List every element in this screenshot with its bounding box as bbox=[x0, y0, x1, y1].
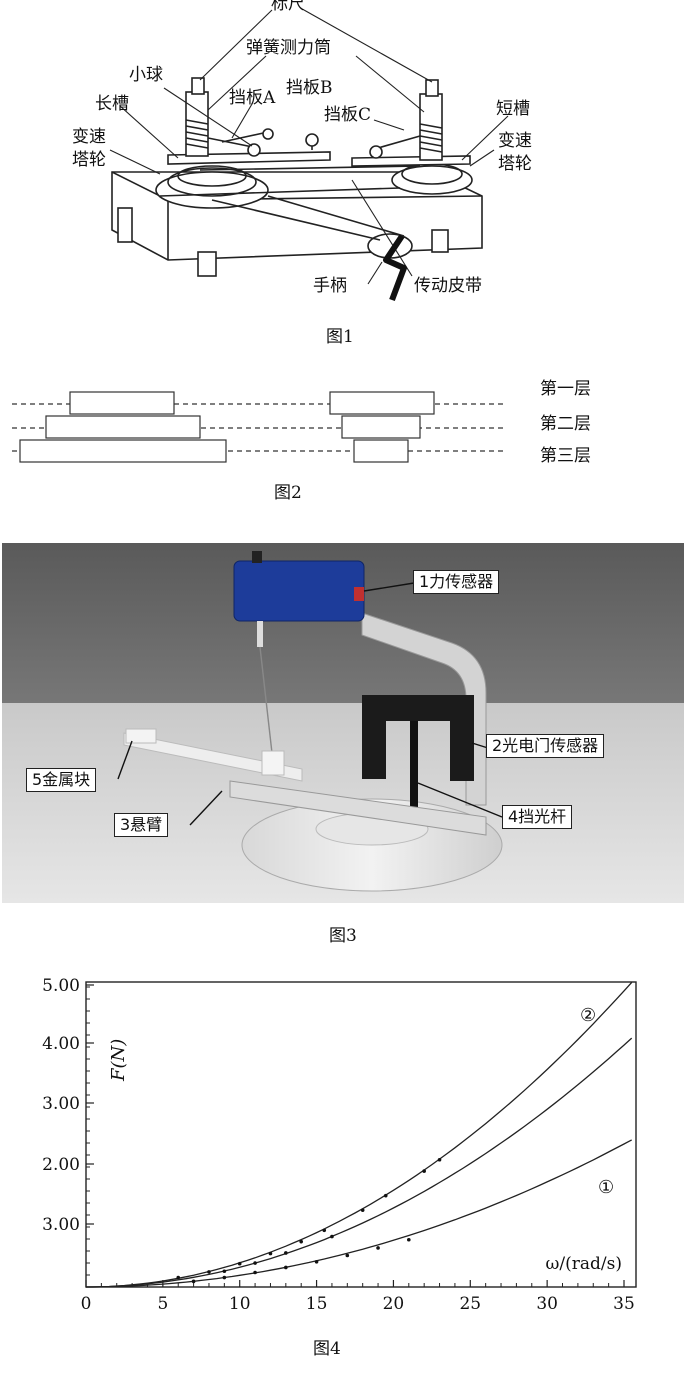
label-pulley-right-2: 塔轮 bbox=[498, 154, 532, 174]
label-handle: 手柄 bbox=[313, 276, 347, 296]
data-point-21 bbox=[407, 1237, 411, 1242]
series-line-1 bbox=[86, 1037, 633, 1288]
data-point-17 bbox=[284, 1265, 288, 1270]
y-tick-label-3: 4.00 bbox=[42, 1034, 80, 1054]
label-long-slot: 长槽 bbox=[95, 94, 129, 114]
data-point-18 bbox=[314, 1260, 319, 1264]
layer-label-1: 第一层 bbox=[540, 379, 591, 399]
data-point-9 bbox=[437, 1157, 442, 1162]
y-tick-label-0: 3.00 bbox=[42, 1215, 80, 1235]
x-tick-label-3: 15 bbox=[306, 1294, 328, 1314]
figure-4-caption: 图4 bbox=[313, 1339, 341, 1359]
right-tier-1 bbox=[329, 391, 435, 415]
label-board-b: 挡板B bbox=[286, 78, 333, 98]
x-tick-label-7: 35 bbox=[613, 1294, 635, 1314]
fig2-drawing bbox=[12, 391, 505, 463]
data-point-15 bbox=[222, 1275, 227, 1280]
label-short-slot: 短槽 bbox=[496, 99, 530, 119]
x-tick-label-4: 20 bbox=[383, 1294, 405, 1314]
x-tick-label-2: 10 bbox=[229, 1294, 251, 1314]
left-tier-3 bbox=[19, 439, 227, 463]
layer-label-3: 第三层 bbox=[540, 446, 591, 466]
series-label-2: ② bbox=[580, 1005, 596, 1026]
data-point-4 bbox=[299, 1239, 304, 1244]
y-tick-label-4: 5.00 bbox=[42, 976, 80, 996]
label-photogate: 2光电门传感器 bbox=[486, 734, 605, 759]
series-line-2 bbox=[86, 1139, 633, 1288]
figure-2-caption: 图2 bbox=[274, 483, 302, 503]
left-tier-2 bbox=[45, 415, 201, 439]
label-arm: 3悬臂 bbox=[114, 813, 169, 838]
y-tick-label-1: 2.00 bbox=[42, 1155, 80, 1175]
label-spring-tube: 弹簧测力筒 bbox=[246, 38, 331, 58]
data-point-16 bbox=[253, 1270, 257, 1275]
force-omega-chart: 0 5 10 15 20 25 30 35 3.00 2.00 3.00 4.00 5.00 ② ① F(N)… bbox=[42, 976, 637, 1314]
series-line-0 bbox=[85, 981, 633, 1288]
figure-3: 1力传感器 2光电门传感器 5金属块 4挡光杆 3悬臂 图3 bbox=[0, 543, 686, 953]
data-point-0 bbox=[176, 1275, 181, 1280]
data-point-2 bbox=[237, 1261, 242, 1266]
plot-frame bbox=[85, 981, 637, 1288]
data-point-3 bbox=[268, 1251, 273, 1256]
label-pulley-left-1: 变速 bbox=[72, 127, 106, 147]
data-point-19 bbox=[345, 1253, 350, 1258]
figure-1: 标尺 弹簧测力筒 小球 挡板A 挡板B 挡板C 长槽 短槽 变速 塔轮 变速 塔… bbox=[0, 0, 686, 360]
y-axis-label: F(N) bbox=[108, 1039, 129, 1082]
x-tick-label-6: 30 bbox=[536, 1294, 558, 1314]
x-tick-label-5: 25 bbox=[459, 1294, 481, 1314]
right-tier-3 bbox=[353, 439, 409, 463]
apparatus-photo bbox=[2, 543, 684, 903]
label-shade-rod: 4挡光杆 bbox=[502, 805, 573, 830]
right-tier-2 bbox=[341, 415, 421, 439]
data-point-8 bbox=[422, 1169, 426, 1173]
data-point-6 bbox=[360, 1208, 365, 1212]
data-point-1 bbox=[207, 1270, 211, 1274]
figure-2: 第一层 第二层 第三层 图2 bbox=[0, 370, 686, 510]
figure-3-caption: 图3 bbox=[329, 926, 357, 946]
figure-4: 0 5 10 15 20 25 30 35 3.00 2.00 3.00 4.00 5.00 ② ① F(N)… bbox=[0, 963, 686, 1373]
data-point-13 bbox=[330, 1234, 334, 1239]
data-point-14 bbox=[191, 1279, 196, 1284]
data-point-10 bbox=[222, 1269, 227, 1274]
label-belt: 传动皮带 bbox=[414, 276, 482, 296]
x-tick-label-1: 5 bbox=[157, 1294, 168, 1314]
label-pulley-right-1: 变速 bbox=[498, 131, 532, 151]
series-label-1: ① bbox=[598, 1177, 614, 1198]
y-tick-label-2: 3.00 bbox=[42, 1094, 80, 1114]
label-ball: 小球 bbox=[129, 65, 163, 85]
data-point-7 bbox=[383, 1193, 388, 1198]
x-tick-label-0: 0 bbox=[81, 1294, 92, 1314]
x-axis-label: ω/(rad/s) bbox=[546, 1254, 622, 1274]
left-tier-1 bbox=[69, 391, 175, 415]
fig1-drawing bbox=[109, 9, 509, 302]
label-force-sensor: 1力传感器 bbox=[413, 570, 500, 595]
label-ruler: 标尺 bbox=[271, 0, 305, 14]
label-board-c: 挡板C bbox=[324, 105, 372, 125]
data-point-11 bbox=[253, 1261, 257, 1265]
label-metal-block: 5金属块 bbox=[26, 768, 97, 793]
figure-1-caption: 图1 bbox=[326, 327, 354, 347]
data-point-5 bbox=[322, 1228, 327, 1233]
layer-label-2: 第二层 bbox=[540, 414, 591, 434]
data-point-20 bbox=[376, 1246, 380, 1250]
label-pulley-left-2: 塔轮 bbox=[72, 150, 106, 170]
data-point-12 bbox=[284, 1251, 288, 1255]
label-board-a: 挡板A bbox=[229, 88, 276, 108]
